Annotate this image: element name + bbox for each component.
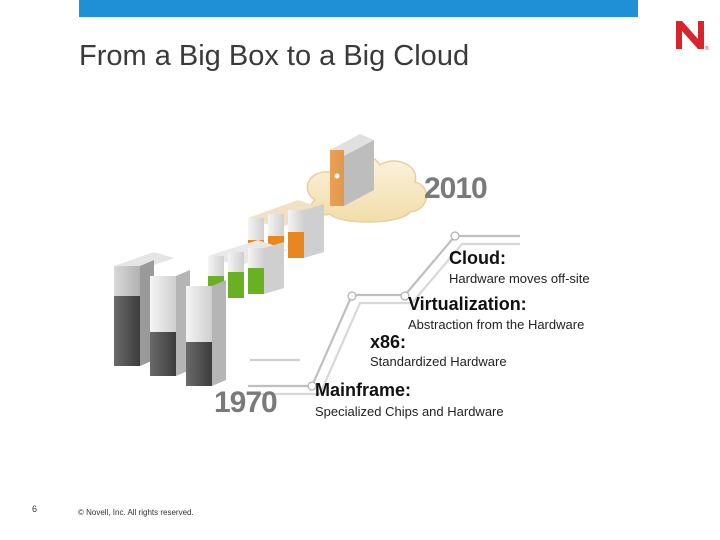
copyright-footer: © Novell, Inc. All rights reserved.: [78, 508, 194, 517]
timeline-dots: [307, 231, 460, 391]
stage-cloud-description: Hardware moves off-site: [449, 271, 590, 286]
stage-virtualization-description: Abstraction from the Hardware: [408, 317, 585, 332]
timeline-ribbon: [248, 234, 520, 396]
page-number: 6: [32, 504, 38, 514]
stage-virtualization-heading: Virtualization:: [408, 294, 527, 314]
novell-logo: ®: [676, 21, 709, 52]
year-start-label: 1970: [214, 386, 278, 419]
stage-cloud-heading: Cloud:: [449, 248, 506, 268]
svg-text:®: ®: [705, 45, 709, 52]
slide-title: From a Big Box to a Big Cloud: [79, 40, 470, 72]
mainframe-servers: [114, 252, 226, 386]
stage-x86-description: Standardized Hardware: [370, 354, 507, 369]
cloud-server: [330, 134, 374, 206]
year-end-label: 2010: [424, 172, 488, 205]
stage-x86-heading: x86:: [370, 332, 407, 352]
top-accent-bar: [79, 0, 638, 17]
stage-mainframe-heading: Mainframe:: [315, 380, 412, 400]
stage-mainframe-description: Specialized Chips and Hardware: [315, 404, 504, 419]
